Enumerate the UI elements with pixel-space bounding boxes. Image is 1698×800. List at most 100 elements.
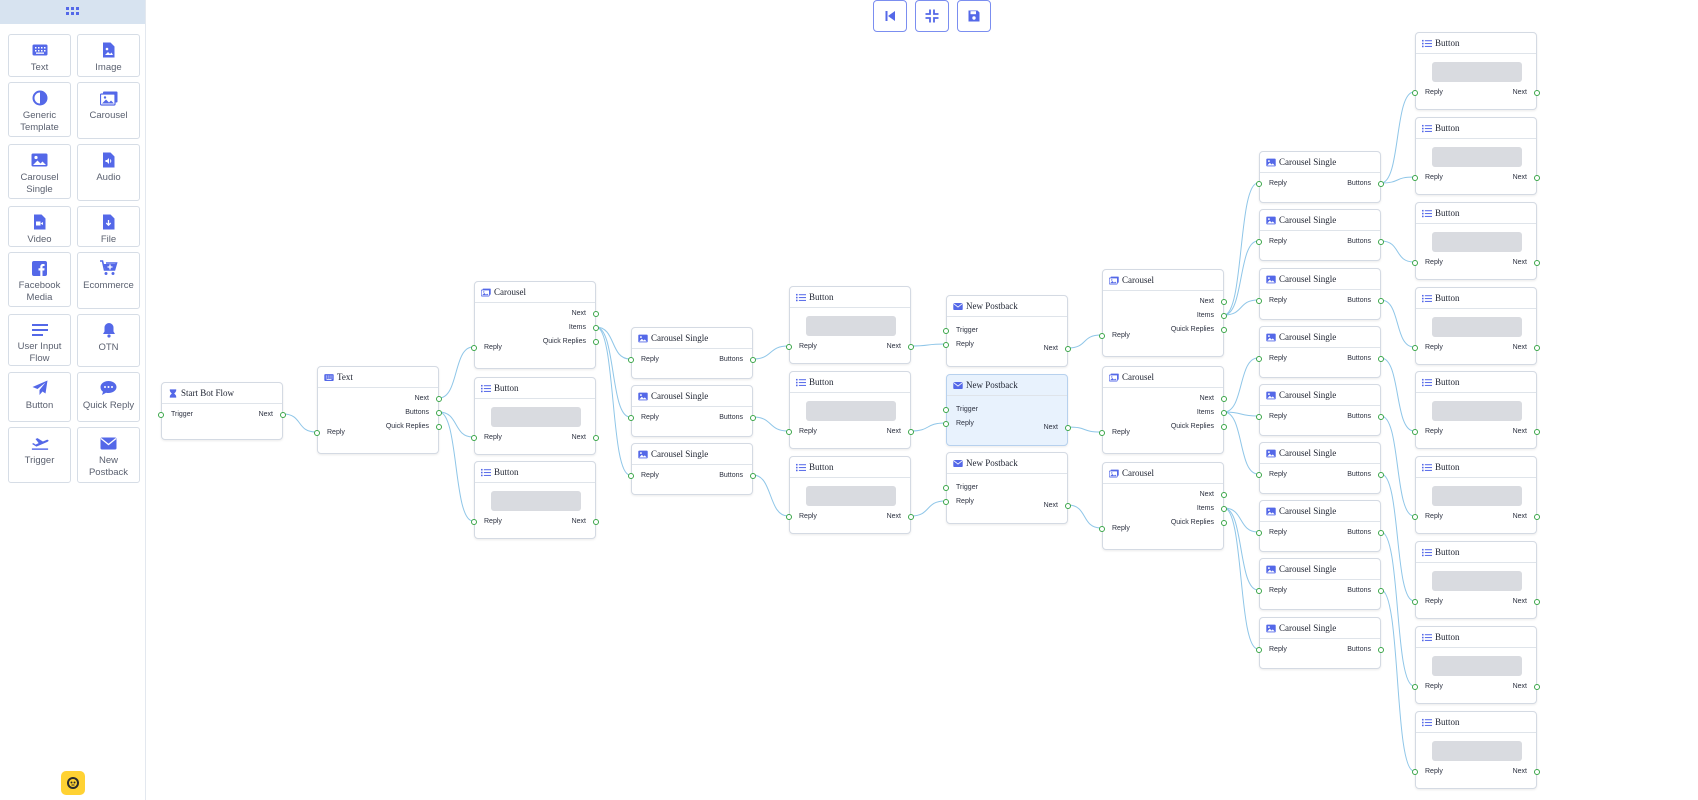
- connection-wire[interactable]: [1223, 411, 1259, 475]
- connection-wire[interactable]: [1380, 91, 1415, 184]
- node-header[interactable]: Carousel Single: [1260, 210, 1380, 231]
- tool-audio[interactable]: Audio: [77, 144, 140, 201]
- connection-wire[interactable]: [595, 326, 631, 360]
- input-port[interactable]: [1412, 90, 1418, 96]
- connection-wire[interactable]: [1223, 182, 1259, 316]
- input-port[interactable]: [943, 342, 949, 348]
- node-header[interactable]: Carousel Single: [1260, 443, 1380, 464]
- node-header[interactable]: Carousel: [1103, 367, 1223, 388]
- tool-file[interactable]: File: [77, 206, 140, 247]
- connection-wire[interactable]: [595, 326, 631, 418]
- output-port[interactable]: [436, 424, 442, 430]
- output-port[interactable]: [1378, 472, 1384, 478]
- input-port[interactable]: [943, 499, 949, 505]
- input-port[interactable]: [628, 357, 634, 363]
- connection-wire[interactable]: [1067, 334, 1102, 349]
- connection-wire[interactable]: [1380, 299, 1415, 348]
- tool-carousel-single[interactable]: Carousel Single: [8, 144, 71, 199]
- node-header[interactable]: Text: [318, 367, 438, 388]
- input-port[interactable]: [1412, 684, 1418, 690]
- connection-wire[interactable]: [1223, 411, 1259, 417]
- input-port[interactable]: [1412, 514, 1418, 520]
- connection-wire[interactable]: [1380, 415, 1415, 517]
- node-header[interactable]: Button: [790, 372, 910, 393]
- node-header[interactable]: Carousel: [1103, 270, 1223, 291]
- input-port[interactable]: [1256, 239, 1262, 245]
- connection-wire[interactable]: [910, 500, 946, 517]
- output-port[interactable]: [1534, 769, 1540, 775]
- output-port[interactable]: [1378, 181, 1384, 187]
- input-port[interactable]: [943, 421, 949, 427]
- output-port[interactable]: [280, 412, 286, 418]
- tool-carousel[interactable]: Carousel: [77, 82, 140, 139]
- node-header[interactable]: Button: [790, 287, 910, 308]
- input-port[interactable]: [628, 415, 634, 421]
- connection-wire[interactable]: [1223, 507, 1259, 533]
- connection-wire[interactable]: [752, 345, 789, 360]
- node-header[interactable]: Carousel Single: [1260, 327, 1380, 348]
- input-port[interactable]: [943, 485, 949, 491]
- input-port[interactable]: [471, 435, 477, 441]
- connection-wire[interactable]: [438, 411, 474, 522]
- reset-view-button[interactable]: [873, 0, 907, 32]
- connection-wire[interactable]: [752, 416, 789, 432]
- output-port[interactable]: [750, 357, 756, 363]
- output-port[interactable]: [1378, 239, 1384, 245]
- input-port[interactable]: [786, 514, 792, 520]
- input-port[interactable]: [471, 519, 477, 525]
- node-header[interactable]: Button: [1416, 712, 1536, 733]
- connection-wire[interactable]: [1223, 507, 1259, 591]
- output-port[interactable]: [1534, 90, 1540, 96]
- input-port[interactable]: [786, 429, 792, 435]
- input-port[interactable]: [1412, 429, 1418, 435]
- node-header[interactable]: Carousel Single: [1260, 152, 1380, 173]
- output-port[interactable]: [1221, 520, 1227, 526]
- input-port[interactable]: [314, 430, 320, 436]
- output-port[interactable]: [593, 519, 599, 525]
- tool-video[interactable]: Video: [8, 206, 71, 247]
- input-port[interactable]: [1412, 175, 1418, 181]
- input-port[interactable]: [1256, 356, 1262, 362]
- tool-ecommerce[interactable]: Ecommerce: [77, 252, 140, 309]
- node-header[interactable]: New Postback: [947, 296, 1067, 317]
- output-port[interactable]: [908, 514, 914, 520]
- tool-trigger[interactable]: Trigger: [8, 427, 71, 483]
- output-port[interactable]: [1221, 327, 1227, 333]
- connection-wire[interactable]: [910, 343, 946, 347]
- output-port[interactable]: [1221, 396, 1227, 402]
- output-port[interactable]: [908, 429, 914, 435]
- output-port[interactable]: [1221, 410, 1227, 416]
- input-port[interactable]: [1256, 298, 1262, 304]
- output-port[interactable]: [1534, 514, 1540, 520]
- output-port[interactable]: [593, 311, 599, 317]
- tool-user-input-flow[interactable]: User Input Flow: [8, 314, 71, 366]
- connection-wire[interactable]: [1380, 531, 1415, 687]
- output-port[interactable]: [593, 325, 599, 331]
- node-header[interactable]: Button: [1416, 203, 1536, 224]
- output-port[interactable]: [908, 344, 914, 350]
- input-port[interactable]: [158, 412, 164, 418]
